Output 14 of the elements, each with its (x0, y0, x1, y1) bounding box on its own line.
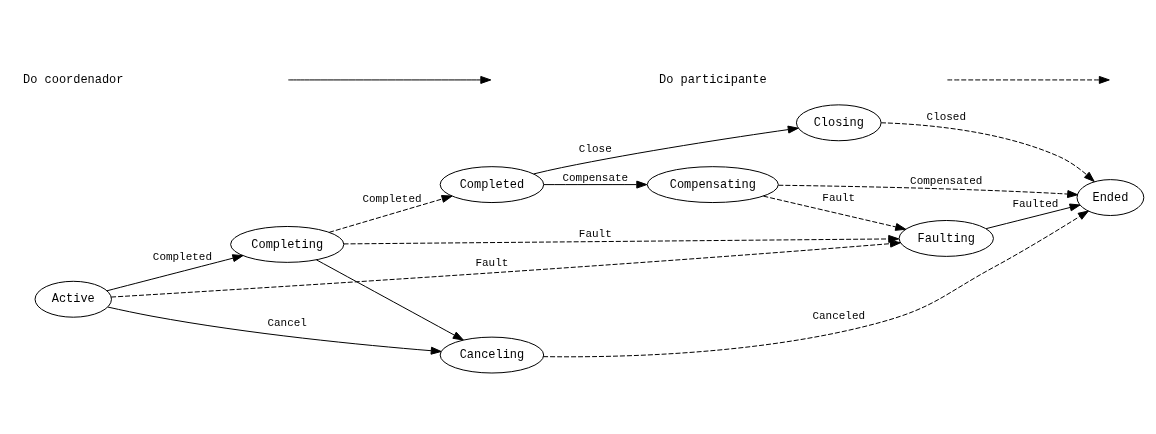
edge-label: Fault (822, 191, 856, 204)
edge-label: Fault (475, 256, 509, 269)
edge-label: Cancel (267, 316, 307, 329)
edge-label: Faulted (1012, 197, 1059, 210)
edge-label: Canceled (812, 309, 866, 322)
edge-label: Closed (926, 110, 967, 123)
edge-label: Compensated (910, 174, 983, 187)
legend-label: Do coordenador (23, 72, 124, 87)
legend-label: Do participante (658, 72, 767, 87)
edge-label: Close (578, 142, 612, 155)
edge-label: Completed (152, 250, 212, 263)
edge-label: Compensate (562, 171, 629, 184)
edge-label: Completed (362, 192, 422, 205)
edge-label: Fault (578, 227, 612, 240)
